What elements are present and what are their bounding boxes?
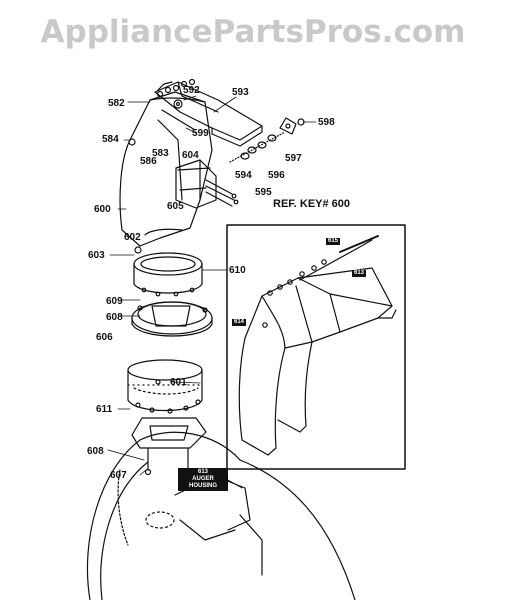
part-label-584: 584	[102, 134, 119, 145]
part-label-608-upper: 608	[106, 312, 123, 323]
discharge-chute-shape	[119, 91, 213, 254]
part-label-605: 605	[167, 201, 184, 212]
bracket-604	[175, 159, 239, 209]
part-label-586: 586	[140, 156, 157, 167]
part-label-598: 598	[318, 117, 335, 128]
part-label-600: 600	[94, 204, 111, 215]
mount-plate-lower	[131, 417, 207, 476]
part-label-582: 582	[108, 98, 125, 109]
part-label-594: 594	[235, 170, 252, 181]
part-label-595: 595	[255, 187, 272, 198]
deflector-shape	[154, 78, 263, 147]
part-label-607: 607	[110, 470, 127, 481]
ref-key-heading: REF. KEY# 600	[273, 198, 351, 210]
part-label-592: 592	[183, 85, 200, 96]
inset-tag-top: 615	[326, 238, 341, 245]
part-label-608-lower: 608	[87, 446, 104, 457]
part-label-603: 603	[88, 250, 105, 261]
part-label-583: 583	[152, 148, 169, 159]
part-label-604: 604	[182, 150, 199, 161]
part-label-611: 611	[96, 404, 113, 415]
auger-housing-tag-number: 613	[197, 469, 208, 475]
auger-housing-tag: 613 AUGER HOUSING	[178, 468, 228, 491]
part-label-596: 596	[268, 170, 285, 181]
inset-frame	[226, 224, 406, 470]
part-label-597: 597	[285, 153, 302, 164]
auger-housing-tag-text: AUGER HOUSING	[188, 476, 217, 489]
part-label-606: 606	[96, 332, 113, 343]
hardware-stack	[229, 117, 305, 163]
ring-611	[127, 359, 203, 414]
ring-610	[133, 252, 203, 297]
watermark-text: AppliancePartsPros.com	[40, 14, 466, 50]
inset-tag-left: 614	[232, 319, 247, 326]
part-label-610: 610	[229, 265, 246, 276]
part-label-593: 593	[232, 87, 249, 98]
inset-chute-shape	[238, 235, 397, 456]
part-label-599: 599	[192, 128, 209, 139]
part-label-601: 601	[170, 377, 187, 388]
inset-tag-right: 613	[352, 270, 367, 277]
ring-plate-608	[131, 301, 213, 337]
leader-lines	[107, 95, 317, 489]
auger-housing-shape	[86, 431, 356, 600]
part-label-602: 602	[124, 232, 141, 243]
part-label-609: 609	[106, 296, 123, 307]
